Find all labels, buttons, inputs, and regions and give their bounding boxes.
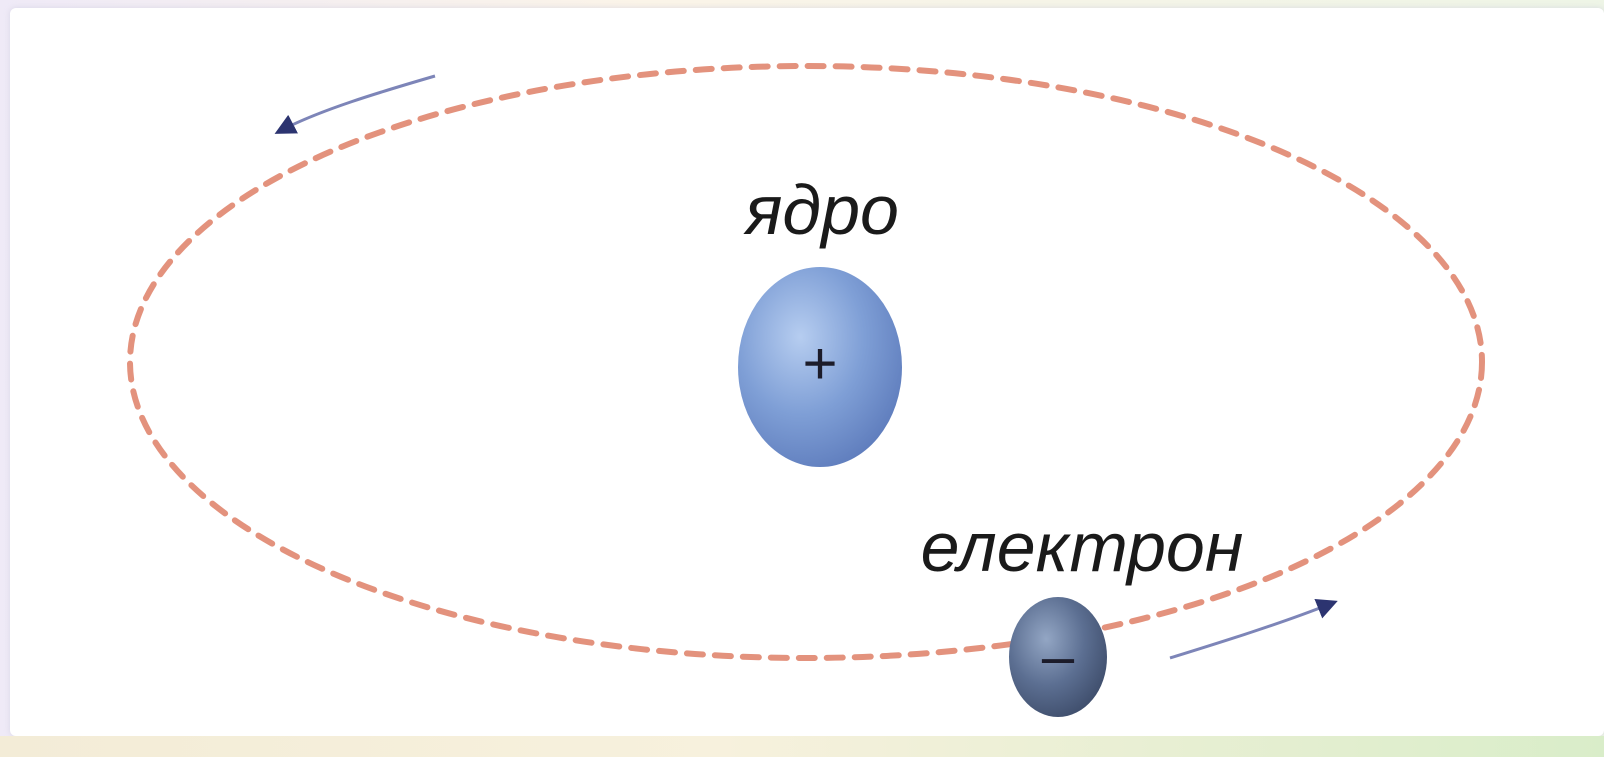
orbit-path [127, 63, 1485, 661]
nucleus [738, 267, 902, 467]
orbit-direction-arrow-top [274, 74, 436, 134]
nucleus-sign: + [802, 330, 837, 397]
electron-sign: – [1042, 624, 1075, 689]
electron [1009, 597, 1107, 717]
orbit-direction-arrow-bottom [1169, 598, 1338, 660]
electron-label: електрон [921, 508, 1244, 586]
nucleus-label: ядро [743, 171, 899, 249]
bottom-band [0, 736, 1604, 757]
